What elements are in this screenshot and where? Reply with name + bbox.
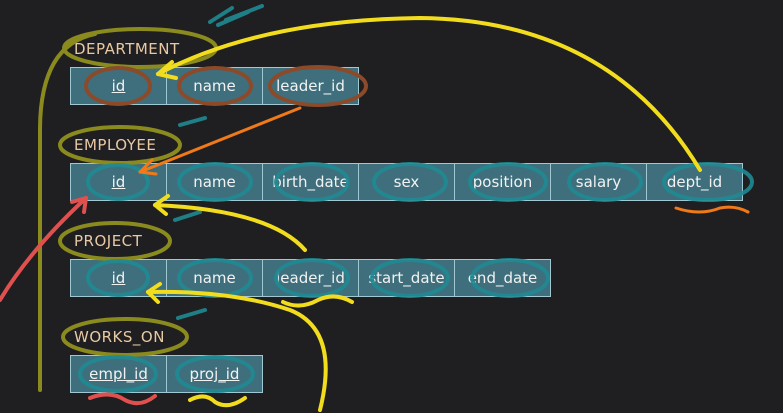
table-employee: id name birth_date sex position salary d… xyxy=(70,163,743,201)
column-employee-dept-id: dept_id xyxy=(646,163,743,201)
column-department-name: name xyxy=(166,67,263,105)
column-project-start-date: start_date xyxy=(358,259,455,297)
table-project: id name leader_id start_date end_date xyxy=(70,259,551,297)
column-employee-birth-date: birth_date xyxy=(262,163,359,201)
teal-arrow-top xyxy=(208,4,264,27)
table-works-on: empl_id proj_id xyxy=(70,355,263,393)
table-title-works-on: WORKS_ON xyxy=(74,328,165,346)
table-title-employee: EMPLOYEE xyxy=(74,136,157,154)
column-department-id: id xyxy=(70,67,167,105)
column-department-leader-id: leader_id xyxy=(262,67,359,105)
column-project-leader-id: leader_id xyxy=(262,259,359,297)
column-employee-position: position xyxy=(454,163,551,201)
project-leader-to-employee-id xyxy=(153,203,307,252)
column-employee-sex: sex xyxy=(358,163,455,201)
empl-id-underline xyxy=(88,392,157,406)
table-title-department: DEPARTMENT xyxy=(74,40,180,58)
column-project-end-date: end_date xyxy=(454,259,551,297)
column-employee-salary: salary xyxy=(550,163,647,201)
table-title-project: PROJECT xyxy=(74,232,143,250)
column-works-on-empl-id: empl_id xyxy=(70,355,167,393)
leader-id-underline xyxy=(281,294,354,308)
column-works-on-proj-id: proj_id xyxy=(166,355,263,393)
column-project-name: name xyxy=(166,259,263,297)
table-department: id name leader_id xyxy=(70,67,359,105)
column-employee-name: name xyxy=(166,163,263,201)
proj-id-underline xyxy=(188,394,247,408)
column-employee-id: id xyxy=(70,163,167,201)
column-project-id: id xyxy=(70,259,167,297)
dept-id-underline xyxy=(674,205,750,214)
